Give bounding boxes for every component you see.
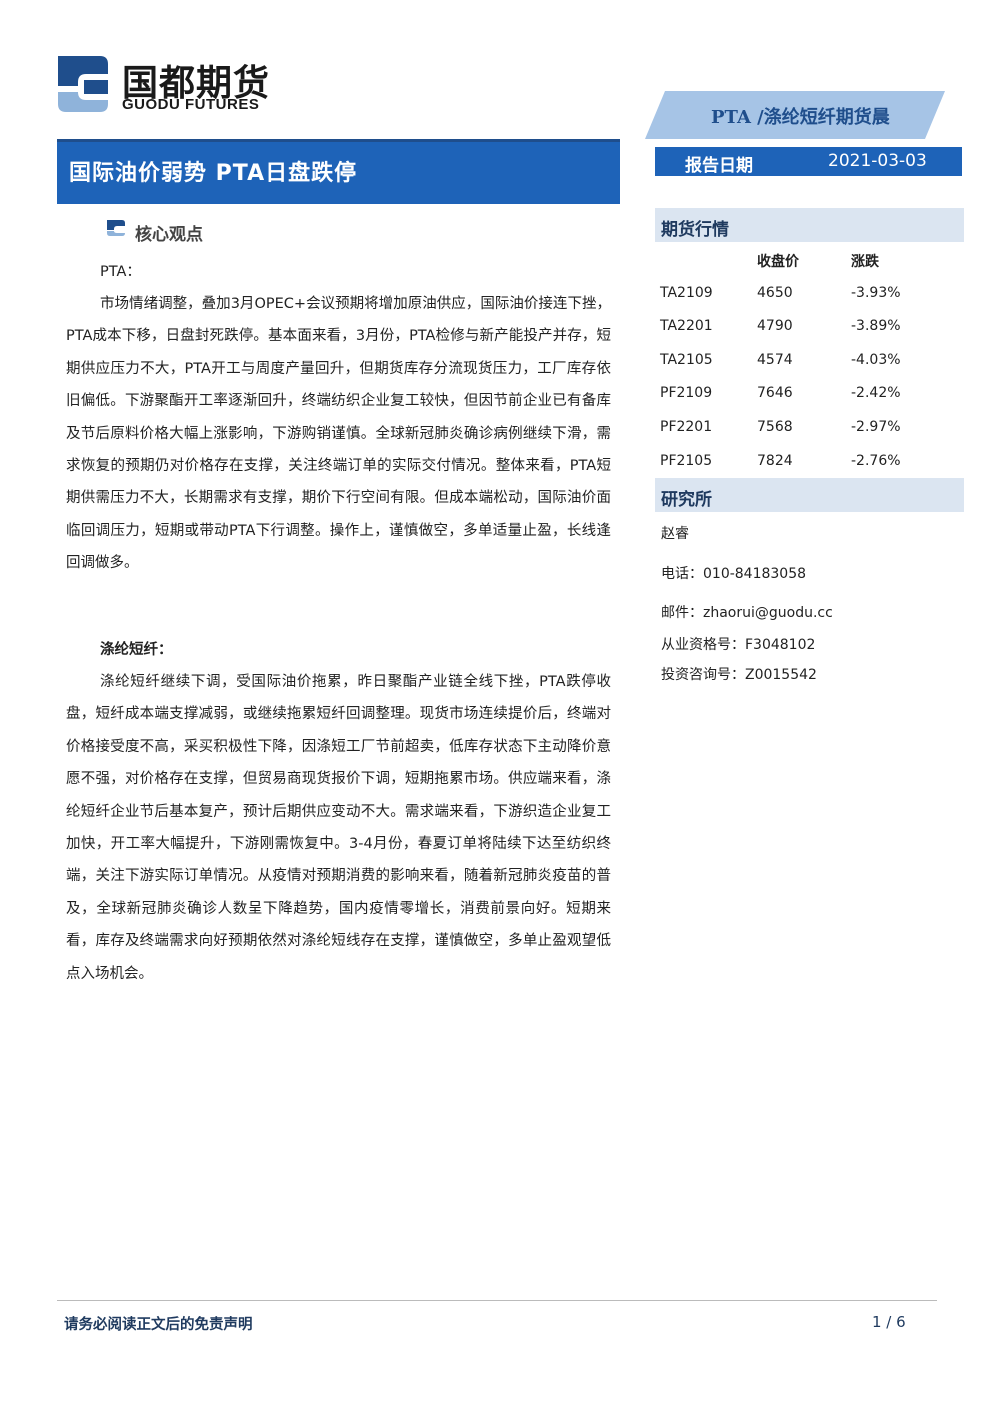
- close-price: 4650: [757, 284, 793, 301]
- market-table-header: 收盘价 涨跌: [655, 243, 964, 277]
- logo-text-en: GUODU FUTURES: [122, 96, 260, 113]
- report-date-label: 报告日期: [685, 156, 753, 176]
- logo-text-cn: 国都期货: [122, 63, 271, 104]
- market-section-heading: 期货行情: [655, 208, 964, 242]
- title-divider: [57, 139, 620, 142]
- research-heading-text: 研究所: [661, 490, 712, 510]
- col-price-header: 收盘价: [757, 254, 799, 270]
- psf-paragraph: 涤纶短纤继续下调，受国际油价拖累，昨日聚酯产业链全线下挫，PTA跌停收盘，短纤成…: [66, 674, 611, 982]
- contract-code: TA2201: [660, 318, 713, 335]
- close-price: 7824: [757, 452, 793, 469]
- close-price: 7646: [757, 385, 793, 402]
- close-price: 4790: [757, 318, 793, 335]
- main-content: PTA： 市场情绪调整，叠加3月OPEC+会议预期将增加原油供应，国际油价接连下…: [66, 256, 611, 580]
- table-row: TA2201 4790 -3.89%: [655, 310, 964, 344]
- report-type-banner: PTA /涤纶短纤期货晨: [645, 91, 945, 139]
- table-row: PF2201 7568 -2.97%: [655, 411, 964, 445]
- price-change: -2.97%: [851, 418, 901, 435]
- price-change: -3.93%: [851, 284, 901, 301]
- price-change: -4.03%: [851, 351, 901, 368]
- analyst-phone: 电话：010-84183058: [661, 566, 807, 582]
- analyst-advisory-number: 投资咨询号：Z0015542: [661, 667, 817, 683]
- research-section-heading: 研究所: [655, 478, 964, 512]
- price-change: -3.89%: [851, 318, 901, 335]
- contract-code: PF2201: [660, 418, 713, 435]
- contract-code: TA2109: [660, 284, 713, 301]
- logo-mark-icon: [58, 56, 108, 112]
- report-date-value: 2021-03-03: [828, 151, 927, 171]
- analyst-email: 邮件：zhaorui@guodu.cc: [661, 605, 833, 621]
- contract-code: PF2109: [660, 385, 713, 402]
- close-price: 4574: [757, 351, 793, 368]
- contract-code: PF2105: [660, 452, 713, 469]
- price-change: -2.76%: [851, 452, 901, 469]
- market-table: 收盘价 涨跌 TA2109 4650 -3.93% TA2201 4790 -3…: [655, 243, 964, 478]
- contract-code: TA2105: [660, 351, 713, 368]
- close-price: 7568: [757, 418, 793, 435]
- analyst-name: 赵睿: [661, 526, 689, 542]
- table-row: TA2105 4574 -4.03%: [655, 344, 964, 378]
- table-row: TA2109 4650 -3.93%: [655, 277, 964, 311]
- title-bar: 国际油价弱势 PTA日盘跌停: [57, 142, 620, 204]
- page-number: 1 / 6: [872, 1313, 906, 1331]
- core-view-title: 核心观点: [135, 225, 203, 245]
- table-row: PF2105 7824 -2.76%: [655, 445, 964, 479]
- bullet-logo-icon: [107, 220, 125, 236]
- col-change-header: 涨跌: [851, 254, 879, 270]
- pta-paragraph: 市场情绪调整，叠加3月OPEC+会议预期将增加原油供应，国际油价接连下挫，PTA…: [66, 296, 611, 572]
- pta-heading: PTA：: [100, 264, 141, 280]
- company-logo: 国都期货 GUODU FUTURES: [52, 52, 292, 118]
- footer-divider: [57, 1300, 937, 1301]
- psf-content: 涤纶短纤： 涤纶短纤继续下调，受国际油价拖累，昨日聚酯产业链全线下挫，PTA跌停…: [66, 634, 611, 990]
- psf-heading: 涤纶短纤：: [100, 642, 173, 658]
- market-heading-text: 期货行情: [661, 220, 729, 240]
- report-date-bar: 报告日期 2021-03-03: [655, 147, 962, 176]
- page-title: 国际油价弱势 PTA日盘跌停: [69, 161, 358, 186]
- disclaimer-notice: 请务必阅读正文后的免责声明: [64, 1317, 253, 1333]
- banner-text: PTA /涤纶短纤期货晨: [711, 107, 890, 128]
- price-change: -2.42%: [851, 385, 901, 402]
- analyst-license: 从业资格号：F3048102: [661, 637, 816, 653]
- table-row: PF2109 7646 -2.42%: [655, 377, 964, 411]
